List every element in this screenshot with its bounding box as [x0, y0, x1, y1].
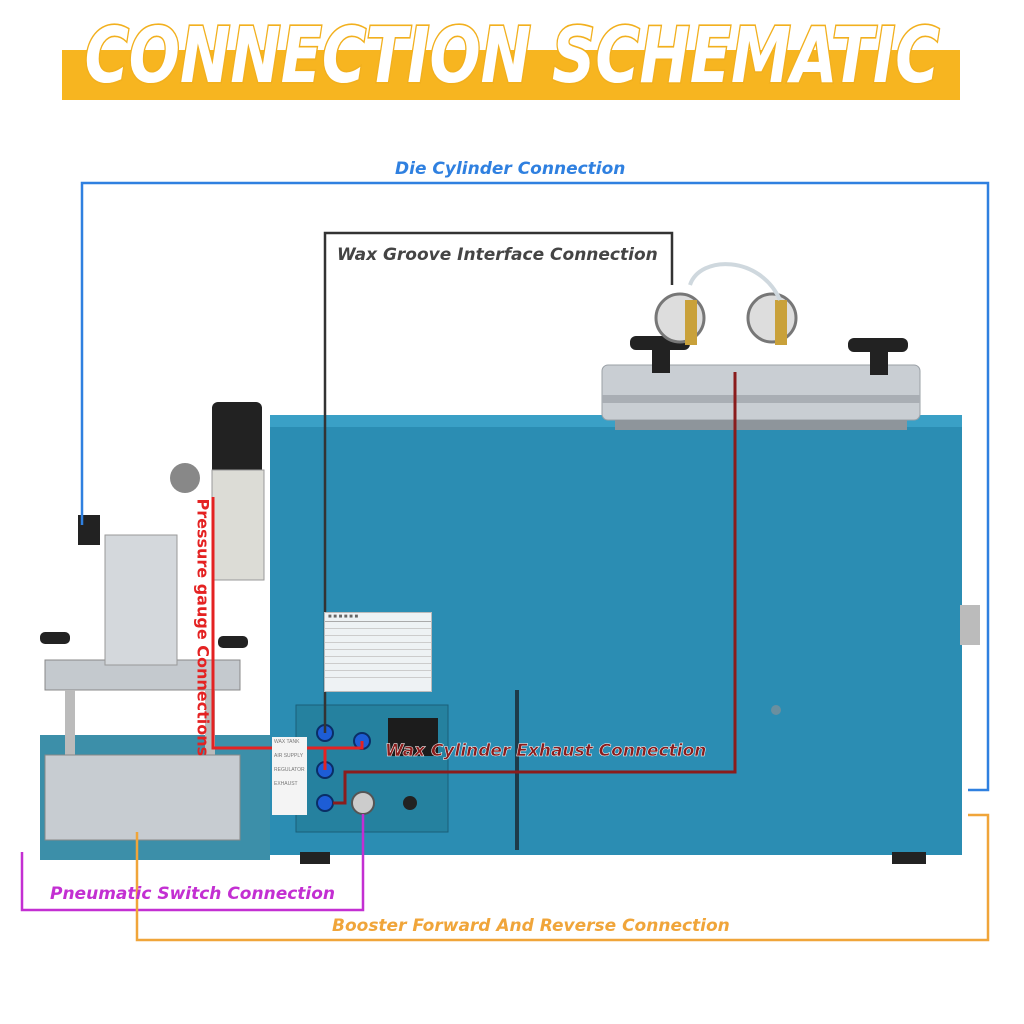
power-socket	[388, 718, 438, 756]
pressure-gauge-icon	[170, 463, 200, 493]
port-label-air-supply: AIR SUPPLY	[274, 753, 304, 759]
switch-socket	[351, 791, 375, 815]
port-label-wax-tank: WAX TANK	[274, 739, 300, 745]
label-pressure-gauge: Pressure gauge Connections	[193, 498, 213, 757]
wax-exhaust-line	[333, 372, 737, 805]
gauge-right-icon	[746, 292, 798, 344]
label-wax-exhaust: Wax Cylinder Exhaust Connection	[385, 741, 707, 762]
air-regulator	[212, 402, 262, 482]
label-wax-groove: Wax Groove Interface Connection	[337, 245, 658, 265]
label-die-cylinder: Die Cylinder Connection	[395, 159, 626, 179]
label-booster: Booster Forward And Reverse Connection	[332, 916, 730, 936]
port-label-regulator: REGULATOR	[274, 767, 305, 773]
spec-plate: ■ ■ ■ ■ ■ ■	[324, 612, 432, 692]
title-banner	[62, 50, 960, 100]
port-labels: WAX TANK AIR SUPPLY REGULATOR EXHAUST	[272, 737, 307, 815]
label-pneumatic-switch: Pneumatic Switch Connection	[50, 884, 336, 904]
die-cylinder-line	[80, 181, 990, 792]
page-title: CONNECTION SCHEMATIC	[83, 10, 940, 101]
die-cylinder	[104, 534, 178, 666]
pneumatic-switch-line	[20, 814, 365, 912]
booster-line	[135, 813, 990, 942]
wax-groove-line	[323, 231, 674, 733]
press-table	[44, 754, 241, 841]
port-label-exhaust: EXHAUST	[274, 781, 298, 787]
